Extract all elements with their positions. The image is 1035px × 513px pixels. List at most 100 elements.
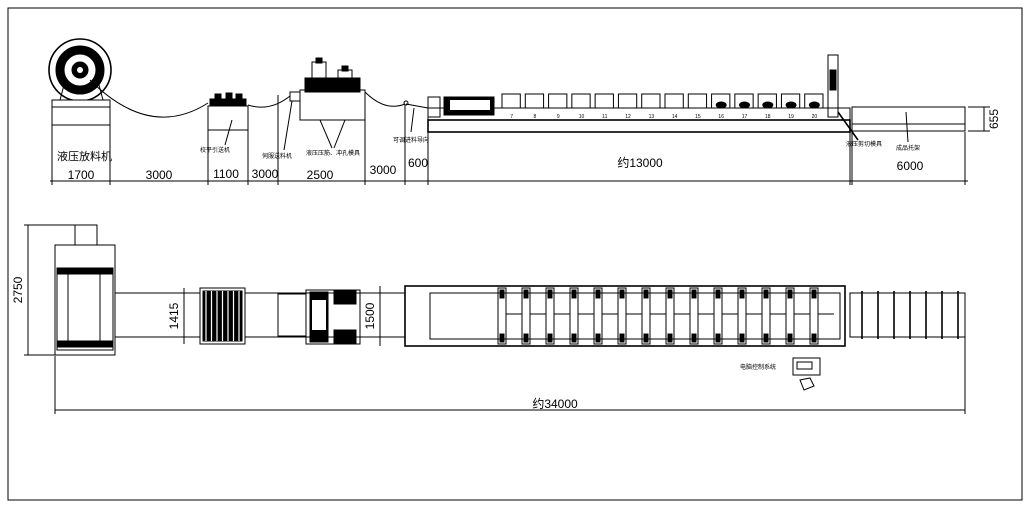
plan-roller-stand xyxy=(761,287,771,345)
roller-icon xyxy=(808,101,820,109)
station-number: 17 xyxy=(742,114,748,120)
roller-icon xyxy=(785,101,797,109)
plan-roller-stand xyxy=(665,287,675,345)
dim-decoiler-width: 2750 xyxy=(11,276,25,303)
dim-total-length: 约34000 xyxy=(532,396,578,411)
decoiler-plan: 2750 xyxy=(11,224,116,356)
plan-roller-cap xyxy=(787,333,793,343)
dim-guide: 600 xyxy=(408,156,428,170)
plan-roller-cap xyxy=(739,289,745,299)
plan-roller-stand xyxy=(785,287,795,345)
roller-stand xyxy=(524,93,545,109)
dim-decoiler: 1700 xyxy=(68,168,95,182)
dim-press-width: 1500 xyxy=(363,302,377,329)
product-rack-label: 成品托架 xyxy=(896,144,920,152)
roller-stand xyxy=(641,93,661,109)
station-number: 18 xyxy=(765,114,771,120)
dim-rack: 6000 xyxy=(897,159,924,173)
side-dimension-chain: 1700 3000 1100 3000 2500 3000 600 约13000… xyxy=(50,155,968,182)
plan-roller-cap xyxy=(715,289,721,299)
plan-roller-stand xyxy=(521,287,531,345)
plan-roller-stand xyxy=(713,287,723,345)
plan-roller-stand xyxy=(737,287,747,345)
plan-roller-cap xyxy=(811,289,817,299)
drawing-frame xyxy=(7,7,1023,501)
plan-roller-stand xyxy=(689,287,699,345)
plan-roller-stand xyxy=(497,287,507,345)
roller-icon xyxy=(739,101,750,109)
plan-roller-cap xyxy=(595,333,601,343)
feed-guide-side: 可调进料导向 xyxy=(393,100,429,185)
plan-roller-cap xyxy=(787,289,793,299)
roller-icon xyxy=(715,101,727,109)
plan-roller-cap xyxy=(667,333,673,343)
plan-roller-stand xyxy=(593,287,603,345)
servo-feeder-side: 伺服送料机 xyxy=(262,91,301,185)
dim-press: 2500 xyxy=(307,168,334,182)
leveler-plan: 1415 xyxy=(167,287,246,345)
plan-roller-stand xyxy=(809,287,819,345)
plan-roller-cap xyxy=(523,333,529,343)
station-number: 15 xyxy=(695,114,701,120)
dim-gap1: 3000 xyxy=(146,168,173,182)
station-number: 13 xyxy=(649,114,655,120)
press-side: 液压压筋、冲孔模具 xyxy=(299,57,366,185)
station-number: 8 xyxy=(534,114,537,120)
plan-roller-cap xyxy=(547,289,553,299)
plan-roller-cap xyxy=(667,289,673,299)
roller-stand xyxy=(664,93,684,109)
strip-loop-3 xyxy=(364,91,406,107)
roller-stand xyxy=(617,93,638,109)
plan-roller-cap xyxy=(763,333,769,343)
roller-stand xyxy=(687,93,708,109)
plan-roller-cap xyxy=(643,289,649,299)
dim-height: 655 xyxy=(987,109,1001,129)
plan-roller-stand xyxy=(641,287,651,345)
roller-stand xyxy=(571,93,591,109)
servo-feeder-label: 伺服送料机 xyxy=(262,152,292,160)
dim-leveler: 1100 xyxy=(213,167,239,181)
plan-roller-cap xyxy=(499,333,505,343)
decoiler-side: 液压放料机 xyxy=(48,38,112,185)
station-number: 19 xyxy=(788,114,794,120)
station-number: 12 xyxy=(625,114,631,120)
control-system-label: 电脑控制系统 xyxy=(740,363,776,371)
plan-roller-cap xyxy=(499,289,505,299)
feed-guide-label: 可调进料导向 xyxy=(393,136,429,144)
plan-roller-cap xyxy=(811,333,817,343)
forming-machine-plan xyxy=(404,285,846,347)
plan-roller-cap xyxy=(571,289,577,299)
dim-gap2: 3000 xyxy=(252,167,279,181)
press-plan: 1500 xyxy=(277,286,381,346)
dim-gap3: 3000 xyxy=(370,163,397,177)
strip-plan xyxy=(115,292,405,338)
station-number: 7 xyxy=(510,114,513,120)
plan-roller-cap xyxy=(739,333,745,343)
station-number: 9 xyxy=(557,114,560,120)
roller-stand xyxy=(594,93,614,109)
roller-icon xyxy=(762,101,774,109)
plan-roller-stand xyxy=(545,287,555,345)
plan-roller-cap xyxy=(523,289,529,299)
strip-loop-1 xyxy=(89,79,209,118)
plan-roller-cap xyxy=(643,333,649,343)
leveler-label: 校平引送机 xyxy=(200,146,230,154)
control-system: 电脑控制系统 xyxy=(740,357,821,391)
press-die-label: 液压压筋、冲孔模具 xyxy=(306,149,360,157)
product-rack-plan xyxy=(849,291,966,339)
product-rack-side: 成品托架 655 xyxy=(851,106,1001,185)
plan-roller-cap xyxy=(691,289,697,299)
station-number: 11 xyxy=(602,114,607,120)
station-number: 10 xyxy=(579,114,585,120)
plan-roller-cap xyxy=(619,333,625,343)
total-length-dimension: 约34000 xyxy=(54,337,966,414)
roller-stand xyxy=(501,93,521,109)
decoiler-label: 液压放料机 xyxy=(57,149,112,163)
roller-stand xyxy=(548,93,568,109)
plan-roller-cap xyxy=(595,289,601,299)
station-number: 16 xyxy=(718,114,724,120)
plan-roller-cap xyxy=(619,289,625,299)
plan-roller-cap xyxy=(547,333,553,343)
